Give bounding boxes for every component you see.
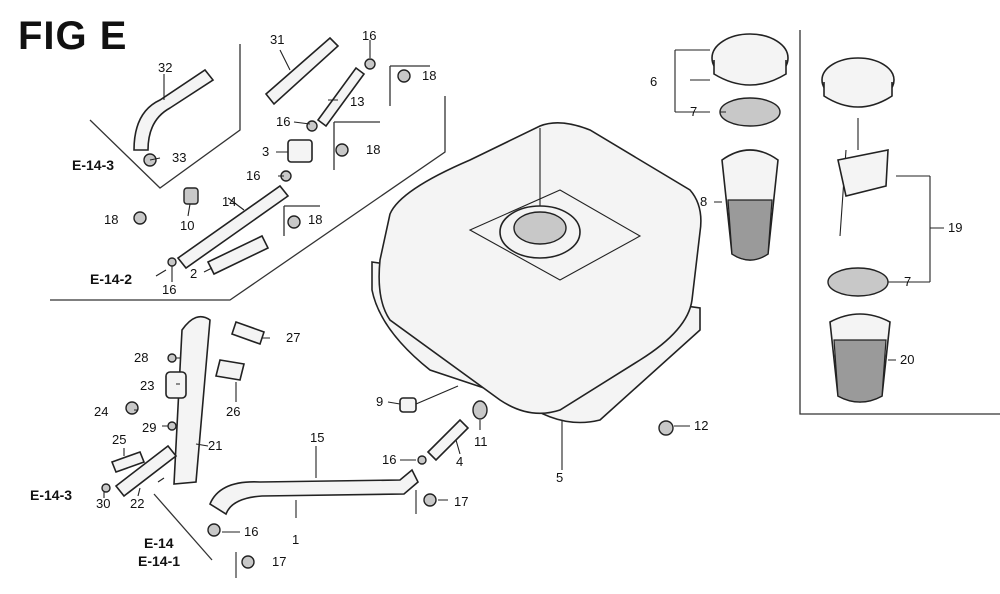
callout-29: 29 (142, 420, 156, 435)
callout-16: 16 (244, 524, 258, 539)
callout-20: 20 (900, 352, 914, 367)
strainer-8 (721, 149, 779, 261)
callout-17: 17 (454, 494, 468, 509)
callout-18: 18 (366, 142, 380, 157)
valve-3 (287, 139, 313, 163)
clip-16a (364, 58, 376, 70)
callout-6: 6 (650, 74, 657, 89)
clip-17a (241, 555, 255, 569)
box-18-frame-b (333, 121, 380, 170)
callout-9: 9 (376, 394, 383, 409)
callout-17: 17 (272, 554, 286, 569)
callout-15: 15 (310, 430, 324, 445)
clip-16b (306, 120, 318, 132)
clip-24 (125, 401, 139, 415)
callout-16: 16 (382, 452, 396, 467)
callout-18: 18 (308, 212, 322, 227)
callout-14: 14 (222, 194, 236, 209)
clip-18c (133, 211, 147, 225)
hose-2 (206, 234, 270, 276)
hose-14 (176, 184, 290, 270)
callout-19: 19 (948, 220, 962, 235)
figure-title: FIG E (18, 14, 128, 58)
clamp-26 (215, 359, 245, 381)
clamp-27 (230, 320, 266, 346)
callout-16: 16 (276, 114, 290, 129)
callout-23: 23 (140, 378, 154, 393)
reference-label: E-14-2 (90, 271, 132, 287)
clip-16f (417, 455, 427, 465)
callout-28: 28 (134, 350, 148, 365)
leader-lines (103, 40, 900, 533)
box-18-frame (389, 65, 430, 106)
clip-17b (423, 493, 437, 507)
reference-label: E-14-3 (72, 157, 114, 173)
callout-18: 18 (104, 212, 118, 227)
callout-31: 31 (270, 32, 284, 47)
callout-2: 2 (190, 266, 197, 281)
joint-4 (426, 418, 470, 462)
clip-16e (207, 523, 221, 537)
callout-13: 13 (350, 94, 364, 109)
clip-16d (167, 257, 177, 267)
lower-left-frame (153, 493, 213, 561)
bracket-6 (674, 49, 710, 113)
box-18-frame-c (283, 205, 320, 236)
hose-31 (264, 36, 340, 106)
callout-16: 16 (362, 28, 376, 43)
clip-18d (287, 215, 301, 229)
clip-10 (183, 187, 199, 205)
hose-22 (114, 444, 178, 498)
clip-29 (167, 421, 177, 431)
fuel-cap-6 (711, 33, 789, 86)
fuel-filter-23 (165, 371, 187, 399)
callout-4: 4 (456, 454, 463, 469)
callout-32: 32 (158, 60, 172, 75)
hose-13 (316, 66, 366, 128)
callout-16: 16 (162, 282, 176, 297)
callout-26: 26 (226, 404, 240, 419)
strainer-20 (829, 313, 891, 403)
callout-25: 25 (112, 432, 126, 447)
reference-label: E-14-1 (138, 553, 180, 569)
fuel-cap-19 (821, 57, 895, 237)
reference-label: E-14 (144, 535, 174, 551)
clip-30 (101, 483, 111, 493)
callout-21: 21 (208, 438, 222, 453)
callout-24: 24 (94, 404, 108, 419)
callout-7: 7 (904, 274, 911, 289)
upper-left-frame (50, 44, 446, 301)
reference-label: E-14-3 (30, 487, 72, 503)
callout-27: 27 (286, 330, 300, 345)
bolt-9 (399, 385, 459, 413)
clip-18b (335, 143, 349, 157)
callout-11: 11 (474, 434, 488, 449)
callout-22: 22 (130, 496, 144, 511)
callout-18: 18 (422, 68, 436, 83)
nut-12 (658, 420, 674, 436)
clip-28 (167, 353, 177, 363)
hose-1 (209, 468, 419, 516)
callout-33: 33 (172, 150, 186, 165)
callout-3: 3 (262, 144, 269, 159)
hose-25 (110, 450, 146, 474)
fuel-tank-5 (371, 122, 702, 424)
callout-5: 5 (556, 470, 563, 485)
callout-1: 1 (292, 532, 299, 547)
bracket-19 (896, 175, 944, 283)
washer-11 (472, 400, 488, 420)
callout-12: 12 (694, 418, 708, 433)
callout-16: 16 (246, 168, 260, 183)
right-frame (799, 30, 1000, 415)
hose-21 (173, 315, 211, 485)
clip-18a (397, 69, 411, 83)
callout-10: 10 (180, 218, 194, 233)
hose-32 (133, 68, 215, 151)
gasket-7b (827, 267, 889, 297)
gasket-7a (719, 97, 781, 127)
callout-7: 7 (690, 104, 697, 119)
callout-30: 30 (96, 496, 110, 511)
callout-8: 8 (700, 194, 707, 209)
